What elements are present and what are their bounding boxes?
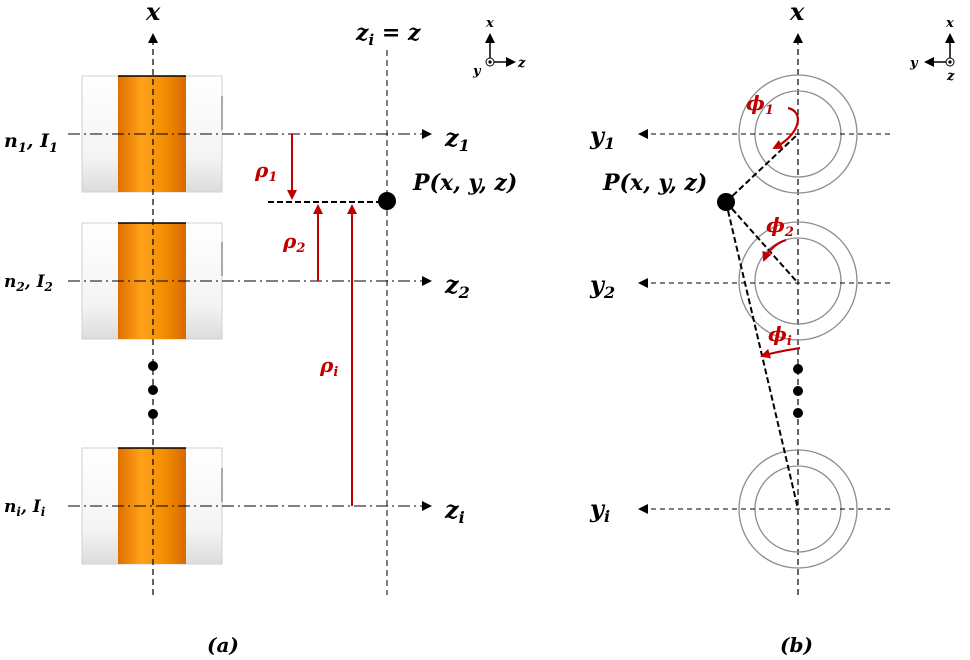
phii-label: ϕi [768, 322, 792, 349]
ellipsis-dot [793, 408, 803, 418]
coil-ring-2 [738, 221, 858, 341]
rho2-label: ρ2 [282, 229, 305, 256]
panel-b: x y1 y2 yi P(x, y, z) ϕ1 [589, 0, 955, 657]
phi2-arc [762, 238, 787, 262]
p-to-center-2 [725, 201, 799, 284]
svg-text:x: x [485, 16, 494, 31]
x-axis-label-b: x [789, 0, 805, 26]
svg-text:x: x [945, 16, 954, 31]
y2-label: y2 [589, 270, 615, 302]
svg-text:z: z [517, 56, 526, 71]
zi-equals-z-label: zi = z [355, 20, 421, 49]
svg-text:y: y [472, 64, 482, 79]
z2-label: z2 [444, 270, 470, 302]
ellipsis-dot [148, 385, 158, 395]
ellipsis-dot [148, 361, 158, 371]
phii-arc [760, 346, 801, 359]
svg-text:z: z [946, 69, 955, 84]
coil-2 [81, 222, 223, 340]
zi-label: zi [444, 495, 465, 527]
point-p-a [378, 192, 396, 210]
panel-a: x n1, I1 n2, I2 ni, Ii z1 z2 zi zi = z P… [4, 0, 526, 657]
rhoi-label: ρi [319, 353, 338, 380]
coil-label-i: ni, Ii [4, 497, 46, 519]
caption-b: (b) [780, 633, 813, 657]
ellipsis-dot [793, 364, 803, 374]
coordinate-triad-b: x y z [909, 16, 955, 84]
p-to-center-1 [725, 133, 799, 203]
z1-label: z1 [444, 123, 470, 155]
svg-text:y: y [909, 56, 919, 71]
coil-label-2: n2, I2 [4, 272, 53, 294]
coil-1 [81, 75, 223, 193]
caption-a: (a) [207, 633, 239, 657]
x-axis-label-a: x [145, 0, 161, 26]
coil-label-1: n1, I1 [4, 130, 58, 156]
ellipsis-dot [793, 386, 803, 396]
phi1-label: ϕ1 [746, 91, 774, 118]
rho1-label: ρ1 [254, 158, 277, 185]
ellipsis-dot [148, 409, 158, 419]
coordinate-triad-a: x y z [472, 16, 526, 79]
point-p-label-b: P(x, y, z) [602, 170, 707, 196]
phi1-arc [772, 106, 799, 149]
phi2-label: ϕ2 [766, 213, 794, 240]
point-p-label-a: P(x, y, z) [412, 170, 517, 196]
y1-label: y1 [589, 121, 615, 153]
yi-label: yi [589, 494, 610, 526]
